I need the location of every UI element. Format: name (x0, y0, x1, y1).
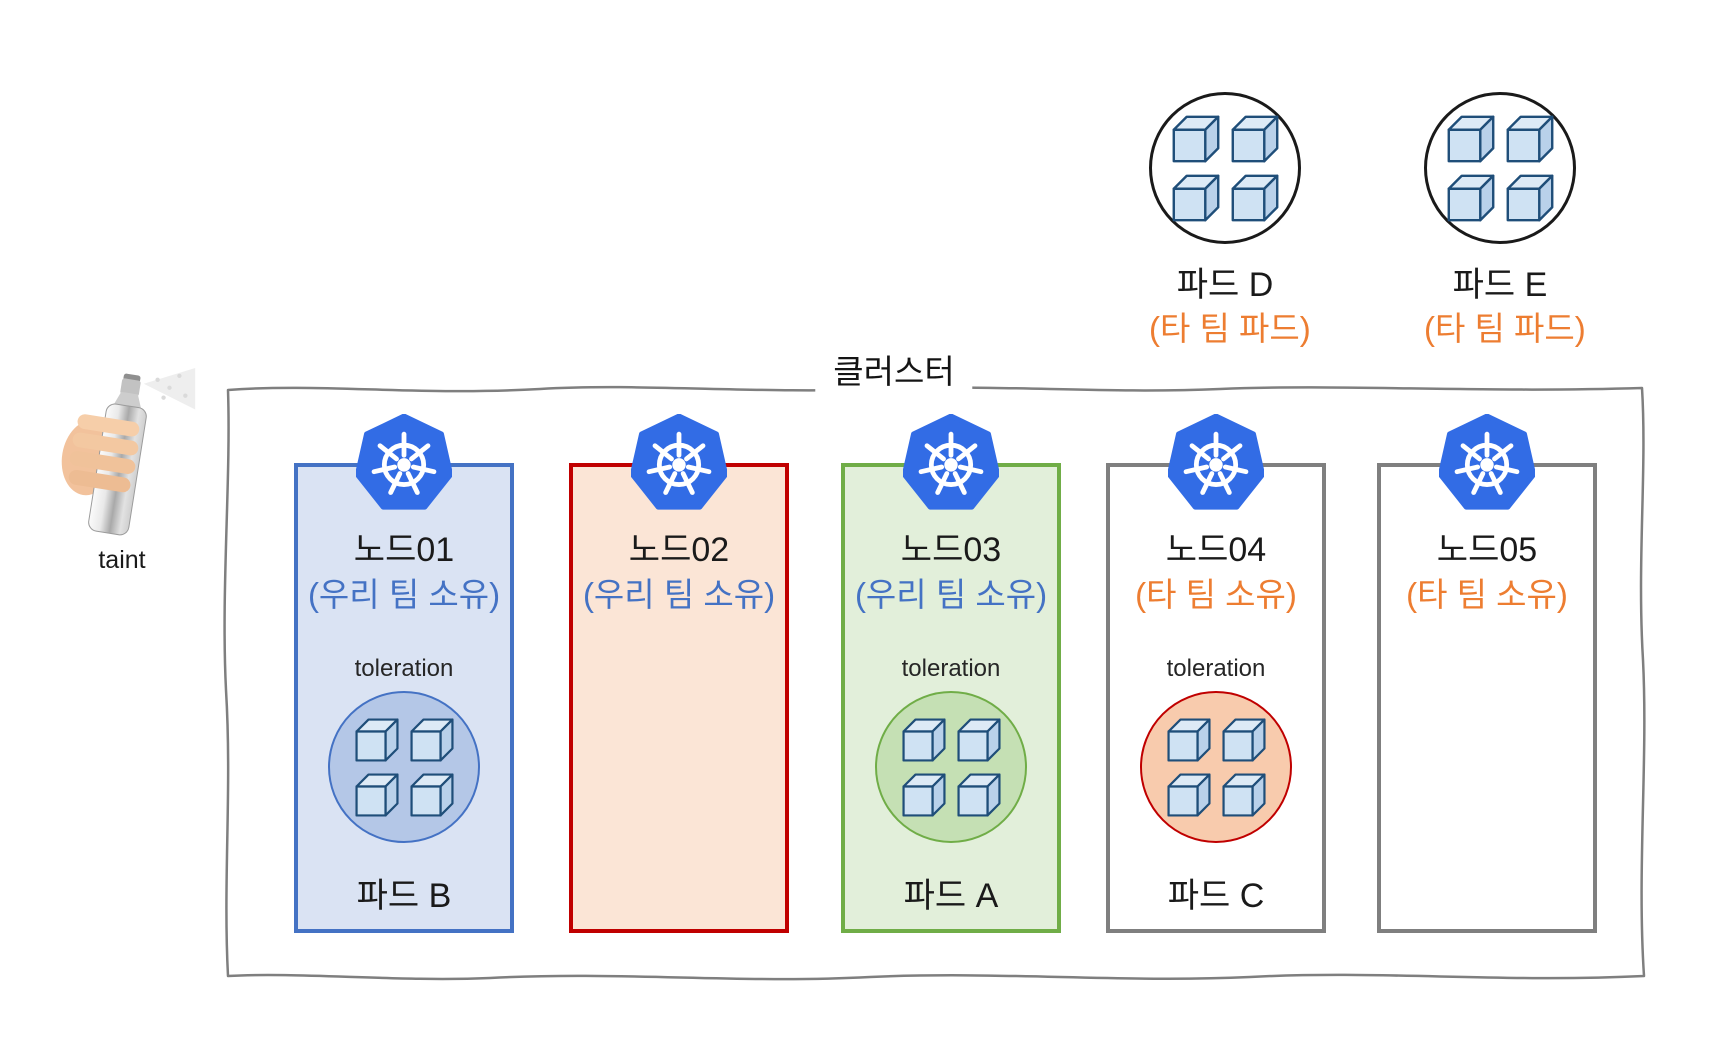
node-03: 노드03 (우리 팀 소유) toleration 파드 A (841, 463, 1061, 933)
node-owner-label: (우리 팀 소유) (307, 576, 501, 613)
container-cube-icon (409, 717, 454, 762)
pod-name-label: 파드 B (356, 877, 452, 915)
pod-circle (328, 691, 480, 843)
kubernetes-icon (903, 414, 999, 510)
container-cube-icon (1506, 174, 1553, 221)
node-owner-label: (타 팀 소유) (1135, 576, 1297, 613)
container-cube-icon (1172, 115, 1219, 162)
toleration-label: toleration (1166, 655, 1266, 682)
container-cube-icon (1221, 717, 1266, 762)
node-title: 노드05 (1436, 531, 1538, 569)
container-cube-icon (1231, 115, 1278, 162)
container-cube-icon (956, 717, 1001, 762)
toleration-label: toleration (354, 655, 454, 682)
node-04: 노드04 (타 팀 소유) toleration 파드 C (1106, 463, 1326, 933)
pod-circle (1424, 92, 1576, 244)
pod-name-label: 파드 D (1176, 266, 1274, 304)
node-title: 노드03 (900, 531, 1002, 569)
taint-spray-icon (61, 367, 196, 536)
pod-circle (1149, 92, 1301, 244)
node-title: 노드01 (353, 531, 455, 569)
container-cube-icon (1166, 717, 1211, 762)
container-cube-icon (956, 772, 1001, 817)
taint-label: taint (98, 546, 146, 574)
pod-name-label: 파드 A (903, 877, 999, 915)
node-title: 노드04 (1165, 531, 1267, 569)
pod-d: 파드 D (타 팀 파드) (1149, 92, 1311, 351)
pod-name-label: 파드 C (1167, 877, 1265, 915)
pod-e: 파드 E (타 팀 파드) (1424, 92, 1586, 351)
container-cube-icon (1506, 115, 1553, 162)
pod-name-label: 파드 E (1452, 266, 1548, 304)
node-02: 노드02 (우리 팀 소유) (569, 463, 789, 933)
pod-owner-tag: (타 팀 파드) (1149, 310, 1311, 347)
cluster-title: 클러스터 (815, 350, 973, 394)
toleration-label: toleration (901, 655, 1001, 682)
pod-circle (1140, 691, 1292, 843)
kubernetes-icon (356, 414, 452, 510)
pod-owner-tag: (타 팀 파드) (1424, 310, 1586, 347)
node-05: 노드05 (타 팀 소유) (1377, 463, 1597, 933)
container-cube-icon (1166, 772, 1211, 817)
container-cube-icon (354, 772, 399, 817)
node-01: 노드01 (우리 팀 소유) toleration 파드 B (294, 463, 514, 933)
container-cube-icon (354, 717, 399, 762)
node-owner-label: (타 팀 소유) (1406, 576, 1568, 613)
container-cube-icon (409, 772, 454, 817)
container-cube-icon (1231, 174, 1278, 221)
node-owner-label: (우리 팀 소유) (854, 576, 1048, 613)
container-cube-icon (1447, 115, 1494, 162)
container-cube-icon (901, 772, 946, 817)
container-cube-icon (901, 717, 946, 762)
container-cube-icon (1221, 772, 1266, 817)
container-cube-icon (1172, 174, 1219, 221)
node-title: 노드02 (628, 531, 730, 569)
node-owner-label: (우리 팀 소유) (582, 576, 776, 613)
kubernetes-icon (1168, 414, 1264, 510)
kubernetes-icon (1439, 414, 1535, 510)
taint-sprayer: taint (46, 364, 198, 575)
kubernetes-icon (631, 414, 727, 510)
container-cube-icon (1447, 174, 1494, 221)
pod-circle (875, 691, 1027, 843)
